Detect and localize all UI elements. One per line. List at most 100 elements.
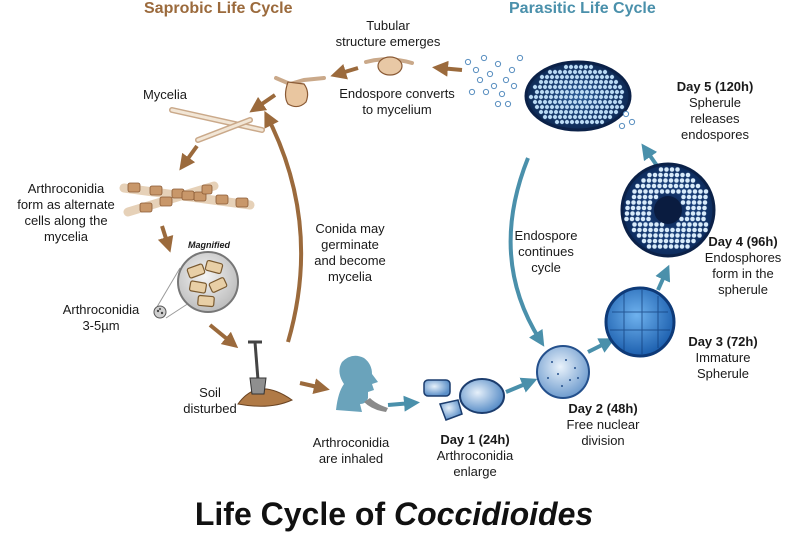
arthroconidia-chain: [119, 181, 255, 217]
endospore-dot: [544, 89, 550, 95]
endospore-dot: [599, 119, 605, 125]
endospore-dot: [592, 69, 598, 75]
endospore-dot: [697, 221, 704, 228]
endospore-dot: [598, 79, 604, 85]
endospore-dot: [631, 194, 637, 200]
endospore-dot: [700, 216, 707, 222]
endospore-dot: [553, 109, 559, 115]
endospore-dot: [563, 94, 569, 100]
endospore-dot: [578, 79, 584, 85]
endospore-dot: [562, 99, 568, 105]
endospore-dot: [567, 84, 573, 90]
endospore-dot: [553, 79, 559, 85]
endospore-dot: [557, 69, 563, 75]
endospore-dot: [668, 172, 675, 178]
endospore-dot: [554, 74, 560, 80]
endospore-dot: [701, 205, 708, 211]
endospore-dot: [686, 188, 693, 195]
endospore-dot: [593, 109, 599, 115]
endospore-dot: [534, 104, 540, 110]
endospore-dot: [583, 79, 589, 85]
released-endospore: [468, 88, 476, 96]
endospore-dot: [691, 227, 698, 233]
endospore-dot: [702, 194, 709, 200]
endospore-dot: [588, 64, 594, 70]
endospore-dot: [689, 183, 696, 189]
endospore-dot: [533, 94, 539, 100]
day3-spherule: [604, 286, 676, 358]
endospore-dot: [697, 194, 703, 200]
released-endospore: [504, 100, 512, 108]
endospore-dot: [680, 227, 687, 233]
endospore-dot: [572, 99, 578, 105]
endospore-dot: [669, 166, 675, 173]
endospore-dot: [597, 99, 603, 105]
endospore-dot: [539, 74, 545, 80]
endospore-dot: [702, 199, 708, 206]
arrow-tubular-left: [330, 64, 359, 80]
endospore-dot: [593, 94, 599, 100]
endospore-dot: [567, 114, 573, 120]
endospore-dot: [695, 210, 702, 217]
endospore-dot: [668, 177, 674, 184]
endospore-dot: [608, 79, 614, 85]
endospore-dot: [608, 94, 614, 100]
endospore-dot: [554, 89, 560, 95]
arrow-arthro-to-mag: [157, 225, 174, 253]
endospore-dot: [602, 69, 608, 75]
endospore-dot: [528, 94, 534, 100]
endospore-dot: [558, 79, 564, 85]
endospore-dot: [574, 74, 580, 80]
endospore-dot: [559, 74, 565, 80]
endospore-dot: [645, 216, 652, 222]
endospore-dot: [534, 89, 540, 95]
arrow-day2-to-day3: [587, 338, 616, 354]
endospore-dot: [598, 109, 604, 115]
endospore-dot: [569, 104, 575, 110]
endospore-dot: [567, 69, 573, 75]
endospore-dot: [652, 172, 658, 178]
endospore-dot: [662, 183, 668, 189]
endospore-dot: [532, 99, 538, 105]
label-magnified: Magnified: [188, 240, 230, 250]
endospore-dot: [646, 210, 652, 217]
endospore-dot: [646, 243, 652, 250]
endospore-dot: [679, 177, 685, 184]
endospore-dot: [588, 94, 594, 100]
endospore-dot: [619, 89, 625, 95]
endospore-dot: [646, 205, 653, 211]
endospore-dot: [548, 94, 554, 100]
endospore-dot: [617, 99, 623, 105]
endospore-dot: [625, 199, 631, 206]
endospore-dot: [684, 216, 690, 222]
endospore-dot: [589, 74, 595, 80]
endospore-dot: [603, 94, 609, 100]
endospore-dot: [702, 227, 709, 233]
endospore-dot: [641, 205, 647, 211]
endospore-dot: [686, 221, 693, 228]
endospore-dot: [572, 84, 578, 90]
endospore-dot: [652, 238, 658, 244]
endospore-dot: [539, 89, 545, 95]
endospore-dot: [657, 243, 663, 250]
endospore-dot: [577, 114, 583, 120]
endospore-dot: [557, 84, 563, 90]
endospore-dot: [690, 177, 696, 184]
endospore-dot: [629, 216, 635, 222]
endospore-dot: [573, 94, 579, 100]
released-endospore: [494, 60, 502, 68]
endospore-dot: [691, 232, 697, 239]
endospore-dot: [563, 109, 569, 115]
endospore-dot: [669, 227, 676, 233]
endospore-dot: [609, 74, 615, 80]
endospore-dot: [680, 194, 687, 200]
endospore-dot: [537, 99, 543, 105]
endospore-dot: [631, 188, 638, 195]
endospore-dot: [532, 84, 538, 90]
endospore-dot: [629, 210, 636, 217]
endospore-dot: [678, 216, 685, 222]
endospore-dot: [599, 74, 605, 80]
